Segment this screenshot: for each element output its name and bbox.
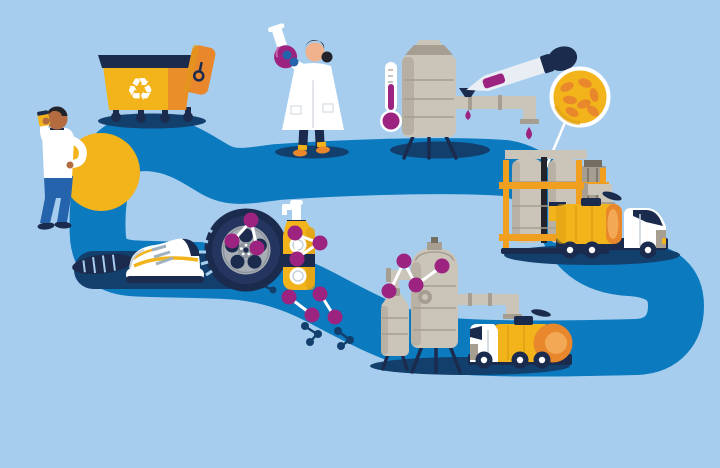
tanker-truck-left <box>468 309 573 369</box>
glove <box>282 50 292 60</box>
loading-pipe <box>455 293 522 319</box>
tank-barrel <box>556 204 622 244</box>
heel-collar <box>182 238 200 256</box>
tank-hatch <box>514 316 533 325</box>
sneaker <box>126 238 204 283</box>
outsole <box>126 276 204 283</box>
shoe <box>293 149 307 157</box>
dumpster-lid <box>183 44 216 95</box>
thermometer <box>380 62 402 132</box>
catalyst-funnel <box>459 88 477 97</box>
molecule-cluster <box>224 212 265 256</box>
hatch-lid <box>602 191 622 201</box>
hair-bun <box>321 51 333 63</box>
polymer-pellets <box>560 78 600 118</box>
molecule-cluster <box>281 286 343 325</box>
transfer-pipe <box>456 95 539 124</box>
hatch-lid <box>531 309 551 317</box>
recycling-icon: ♻ <box>126 72 154 108</box>
jeans <box>40 176 73 223</box>
liquid-drop <box>465 110 471 120</box>
man-hair <box>46 106 68 118</box>
truck-wheels <box>475 351 551 369</box>
recycling-dumpster: ♻ <box>98 44 216 123</box>
dumpster-wheels <box>111 107 193 123</box>
windshield <box>470 326 482 340</box>
liquid-drop <box>525 127 533 140</box>
magnifier-circle <box>549 66 611 128</box>
pipette-dropper <box>466 46 578 91</box>
shoe <box>316 146 330 154</box>
molecule-cluster <box>287 225 328 267</box>
pump-bottle <box>282 200 315 290</box>
molecule-cluster <box>381 253 450 299</box>
scientist <box>267 23 344 157</box>
scientist-head <box>305 42 325 62</box>
glove <box>289 57 299 67</box>
distillation-tower <box>380 40 539 160</box>
truck-wheels <box>561 241 657 259</box>
tank-hatch <box>581 198 601 206</box>
tanker-truck-right <box>556 191 668 259</box>
pellet-magnifier <box>532 66 611 197</box>
dropper-bulb <box>547 46 578 71</box>
consumer-man <box>37 106 140 230</box>
shoe-sole <box>72 253 134 275</box>
